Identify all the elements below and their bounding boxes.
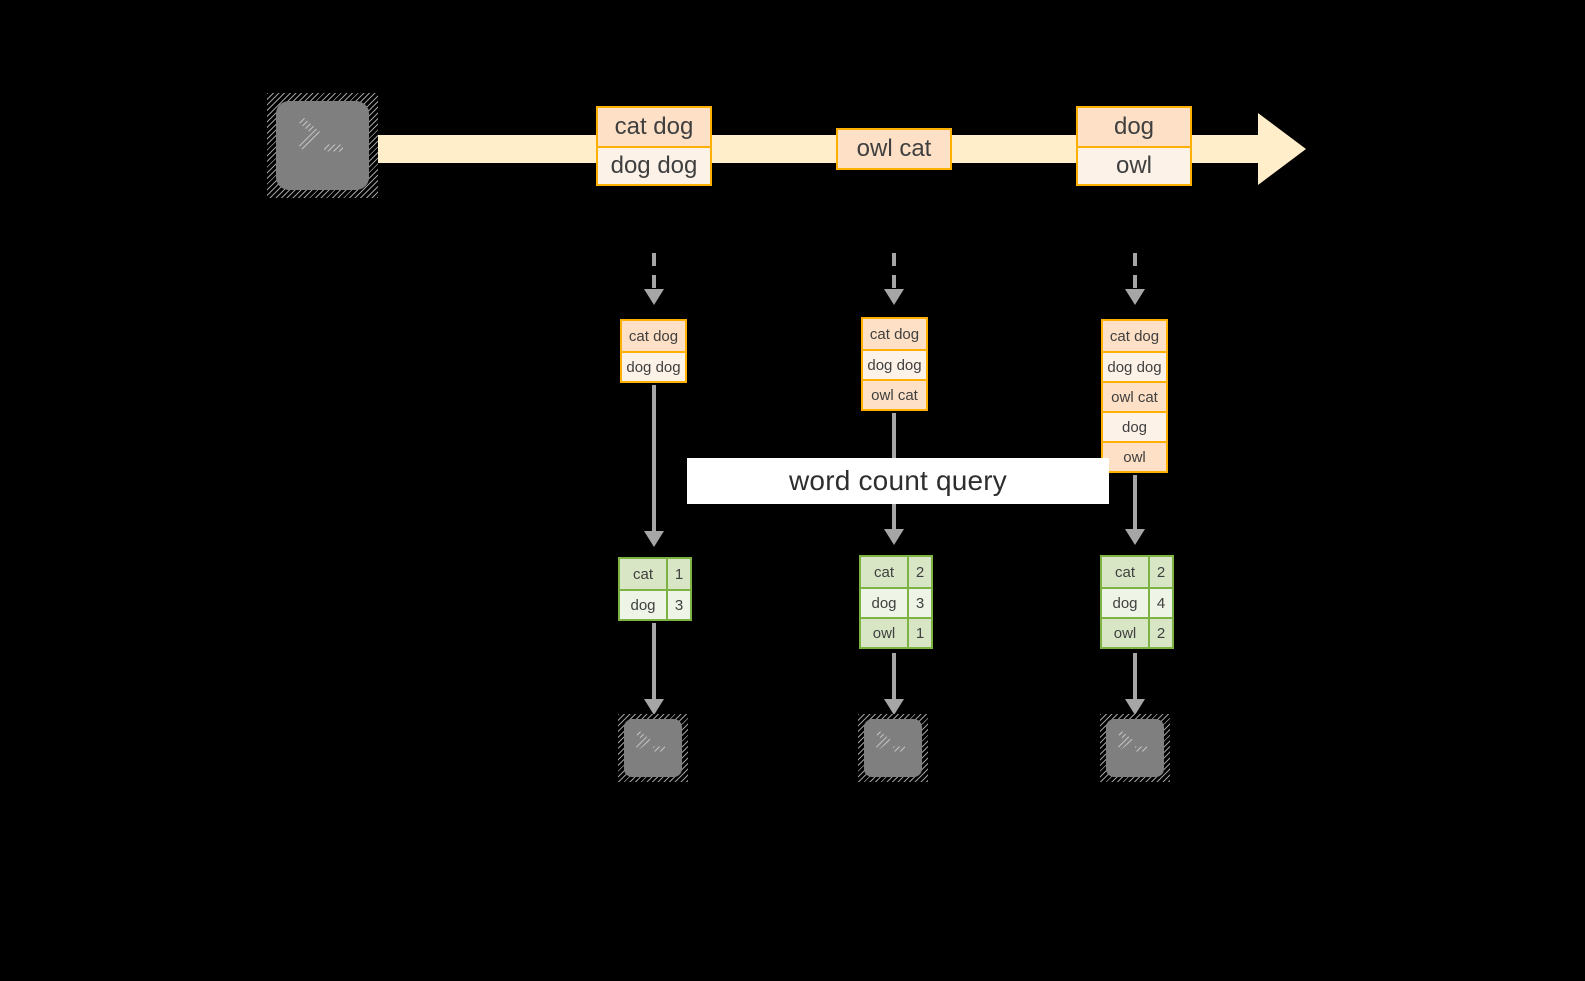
snapshot-2-query-arrowhead xyxy=(884,529,904,545)
snapshot-1-sink-arrowhead xyxy=(644,699,664,715)
table-row: cat 1 xyxy=(620,559,690,589)
snapshot-1-query-arrowhead xyxy=(644,531,664,547)
table-row: owl 2 xyxy=(1102,617,1172,647)
stream-event-line: cat dog xyxy=(598,108,710,146)
input-line: dog dog xyxy=(1103,351,1166,381)
input-line: owl cat xyxy=(863,379,926,409)
stream-event-line: owl xyxy=(1078,146,1190,184)
result-count: 3 xyxy=(666,591,690,619)
result-count: 1 xyxy=(666,559,690,589)
result-word: dog xyxy=(620,591,666,619)
snapshot-2-input-box[interactable]: cat dog dog dog owl cat xyxy=(861,317,928,411)
stream-event-1[interactable]: cat dog dog dog xyxy=(596,106,712,186)
stream-event-line: owl cat xyxy=(838,130,950,168)
snapshot-1-result-table[interactable]: cat 1 dog 3 xyxy=(618,557,692,621)
stream-event-2[interactable]: owl cat xyxy=(836,128,952,170)
snapshot-3-sink-connector xyxy=(1133,653,1137,701)
table-row: cat 2 xyxy=(861,557,931,587)
query-label-banner: word count query xyxy=(687,458,1109,504)
source-terminal-icon[interactable] xyxy=(267,93,378,198)
snapshot-3-query-connector xyxy=(1133,475,1137,531)
input-line: cat dog xyxy=(622,321,685,351)
result-count: 2 xyxy=(907,557,931,587)
snapshot-2-sink-arrowhead xyxy=(884,699,904,715)
snapshot-1-sink-terminal-icon[interactable] xyxy=(618,714,688,782)
result-count: 1 xyxy=(907,619,931,647)
result-word: dog xyxy=(861,589,907,617)
result-word: cat xyxy=(861,557,907,587)
input-line: cat dog xyxy=(863,319,926,349)
terminal-screen xyxy=(1105,719,1165,777)
snapshot-3-sink-arrowhead xyxy=(1125,699,1145,715)
snapshot-2-input-arrowhead xyxy=(884,289,904,305)
terminal-screen xyxy=(275,101,370,190)
result-word: owl xyxy=(861,619,907,647)
table-row: dog 4 xyxy=(1102,587,1172,617)
snapshot-2-input-connector xyxy=(892,253,896,291)
input-line: dog xyxy=(1103,411,1166,441)
result-word: cat xyxy=(620,559,666,589)
snapshot-3-result-table[interactable]: cat 2 dog 4 owl 2 xyxy=(1100,555,1174,649)
input-line: owl xyxy=(1103,441,1166,471)
snapshot-3-query-arrowhead xyxy=(1125,529,1145,545)
result-word: dog xyxy=(1102,589,1148,617)
terminal-screen xyxy=(863,719,923,777)
table-row: owl 1 xyxy=(861,617,931,647)
input-line: dog dog xyxy=(622,351,685,381)
terminal-prompt-glyph xyxy=(297,116,343,152)
query-label-text: word count query xyxy=(789,465,1007,496)
table-row: cat 2 xyxy=(1102,557,1172,587)
stream-event-3[interactable]: dog owl xyxy=(1076,106,1192,186)
input-line: cat dog xyxy=(1103,321,1166,351)
snapshot-3-input-arrowhead xyxy=(1125,289,1145,305)
table-row: dog 3 xyxy=(620,589,690,619)
snapshot-2-result-table[interactable]: cat 2 dog 3 owl 1 xyxy=(859,555,933,649)
result-count: 3 xyxy=(907,589,931,617)
snapshot-2-sink-connector xyxy=(892,653,896,701)
result-word: cat xyxy=(1102,557,1148,587)
result-count: 4 xyxy=(1148,589,1172,617)
snapshot-3-sink-terminal-icon[interactable] xyxy=(1100,714,1170,782)
terminal-prompt-glyph xyxy=(875,730,905,752)
snapshot-1-input-box[interactable]: cat dog dog dog xyxy=(620,319,687,383)
snapshot-3-input-box[interactable]: cat dog dog dog owl cat dog owl xyxy=(1101,319,1168,473)
terminal-prompt-glyph xyxy=(635,730,665,752)
snapshot-3-input-connector xyxy=(1133,253,1137,291)
result-word: owl xyxy=(1102,619,1148,647)
event-stream-arrowhead xyxy=(1258,113,1306,185)
input-line: owl cat xyxy=(1103,381,1166,411)
snapshot-1-query-connector xyxy=(652,385,656,533)
snapshot-2-sink-terminal-icon[interactable] xyxy=(858,714,928,782)
snapshot-1-sink-connector xyxy=(652,623,656,701)
table-row: dog 3 xyxy=(861,587,931,617)
snapshot-1-input-connector xyxy=(652,253,656,291)
terminal-screen xyxy=(623,719,683,777)
terminal-prompt-glyph xyxy=(1117,730,1147,752)
result-count: 2 xyxy=(1148,619,1172,647)
stream-event-line: dog dog xyxy=(598,146,710,184)
result-count: 2 xyxy=(1148,557,1172,587)
input-line: dog dog xyxy=(863,349,926,379)
snapshot-1-input-arrowhead xyxy=(644,289,664,305)
stream-event-line: dog xyxy=(1078,108,1190,146)
